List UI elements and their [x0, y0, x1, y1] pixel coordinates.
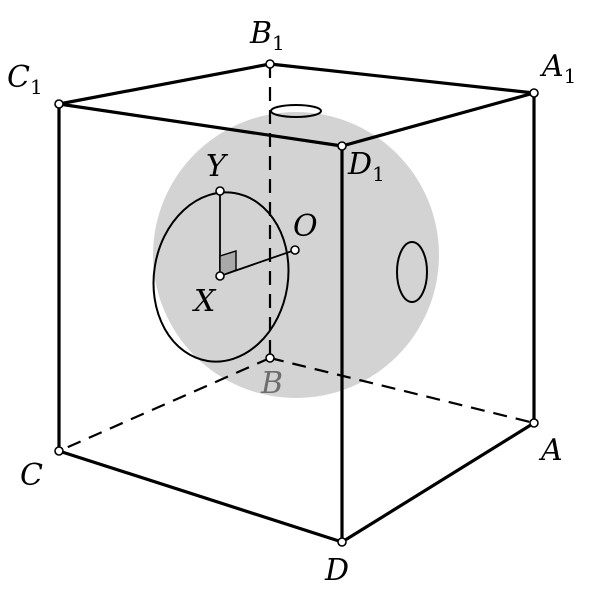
- edge-b-c: [58, 356, 271, 453]
- tangent-circle-top: [270, 104, 322, 118]
- tangent-circle-left: [152, 191, 290, 363]
- point-dot-y: [215, 186, 225, 196]
- edge-d-a: [340, 421, 536, 544]
- vertex-dot-c: [54, 446, 64, 456]
- label-o: O: [293, 209, 318, 244]
- vertex-dot-c1: [54, 99, 64, 109]
- right-angle-mark: [219, 250, 237, 278]
- tangent-circle-right: [396, 241, 428, 303]
- vertex-dot-b: [265, 353, 275, 363]
- label-y: Y: [206, 149, 229, 184]
- label-c1: C1: [7, 60, 43, 99]
- edge-c-d: [57, 449, 344, 544]
- labels: B1 C1 A1 D1 C D A B Y X O: [7, 16, 576, 588]
- label-a1: A1: [539, 49, 576, 88]
- vertex-dot-d: [337, 537, 347, 547]
- construction-segments: [219, 191, 296, 278]
- edge-d1-a1: [340, 91, 536, 148]
- vertex-dots: [54, 59, 539, 547]
- vertex-dot-a1: [529, 88, 539, 98]
- label-c: C: [20, 458, 43, 493]
- vertex-dot-d1: [337, 141, 347, 151]
- label-b: B: [260, 366, 283, 401]
- sphere: [153, 112, 439, 398]
- visible-edges: [57, 62, 536, 544]
- hidden-edges: [58, 64, 535, 453]
- edge-c1-b1: [57, 62, 272, 106]
- label-d: D: [324, 553, 349, 588]
- edge-b1-a1: [268, 62, 536, 95]
- label-d1: D1: [347, 147, 385, 186]
- point-dot-x: [215, 271, 225, 281]
- edge-c1-d1: [57, 102, 344, 148]
- label-b1: B1: [249, 16, 285, 55]
- label-x: X: [192, 284, 217, 319]
- label-a: A: [538, 433, 563, 468]
- vertex-dot-a: [529, 418, 539, 428]
- vertex-dot-b1: [265, 59, 275, 69]
- point-dot-o: [290, 245, 300, 255]
